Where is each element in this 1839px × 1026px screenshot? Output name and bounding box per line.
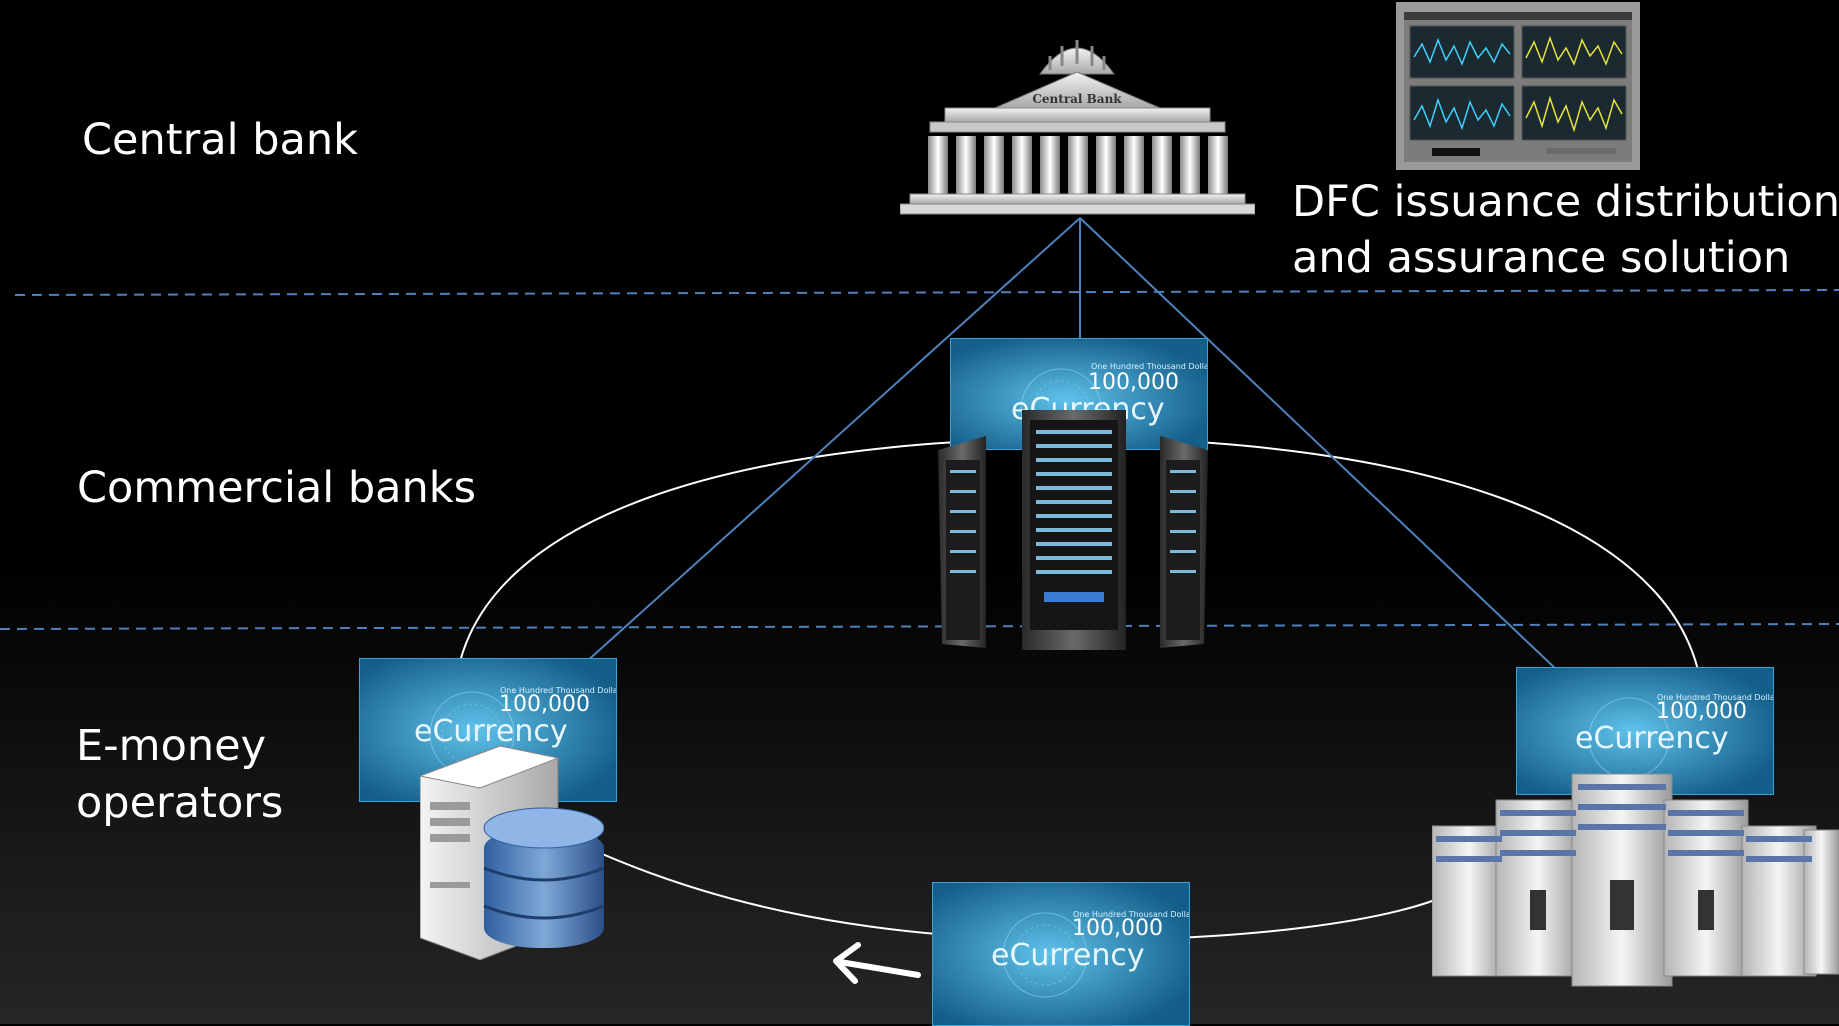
hierarchy-line-right (1079, 217, 1558, 671)
ecurrency-banknote-commercial: One Hundred Thousand Dollars 100,000 eCu… (950, 338, 1208, 450)
tier-label-e-money-operators: E-money operators (76, 721, 284, 828)
banknote-small-print: One Hundred Thousand Dollars (1073, 910, 1189, 919)
central-bank-building-icon: Central Bank (900, 40, 1255, 215)
banknote-brand: eCurrency (414, 714, 568, 749)
ecurrency-banknote-emoney-right: One Hundred Thousand Dollars 100,000 eCu… (1516, 667, 1774, 795)
tier-divider-bottom (0, 623, 1839, 630)
tier-label-commercial-banks: Commercial banks (77, 463, 477, 513)
banknote-brand: eCurrency (991, 938, 1145, 973)
dfc-caption-line1: DFC issuance distribution (1292, 177, 1839, 227)
banknote-denomination: 100,000 (1088, 370, 1179, 395)
hierarchy-line-left (584, 217, 1081, 664)
tier-label-central-bank: Central bank (82, 115, 359, 165)
tier-divider-top (14, 289, 1839, 296)
ecurrency-banknote-transfer: One Hundred Thousand Dollars 100,000 eCu… (932, 882, 1190, 1026)
banknote-brand: eCurrency (1575, 721, 1729, 756)
server-rack-icon (938, 410, 1208, 650)
flow-arrow-icon (833, 942, 921, 984)
banknote-denomination: 100,000 (1656, 699, 1747, 724)
dashboard-monitor-icon (1396, 2, 1640, 170)
banknote-denomination: 100,000 (1072, 916, 1163, 941)
dfc-caption-line2: and assurance solution (1292, 233, 1791, 283)
banknote-small-print: One Hundred Thousand Dollars (500, 686, 616, 695)
banknote-small-print: One Hundred Thousand Dollars (1657, 693, 1773, 702)
database-server-icon (420, 745, 604, 960)
banknote-small-print: One Hundred Thousand Dollars (1091, 362, 1207, 371)
banknote-denomination: 100,000 (499, 692, 590, 717)
central-bank-sign: Central Bank (1032, 92, 1122, 106)
server-cluster-icon (1432, 773, 1839, 987)
